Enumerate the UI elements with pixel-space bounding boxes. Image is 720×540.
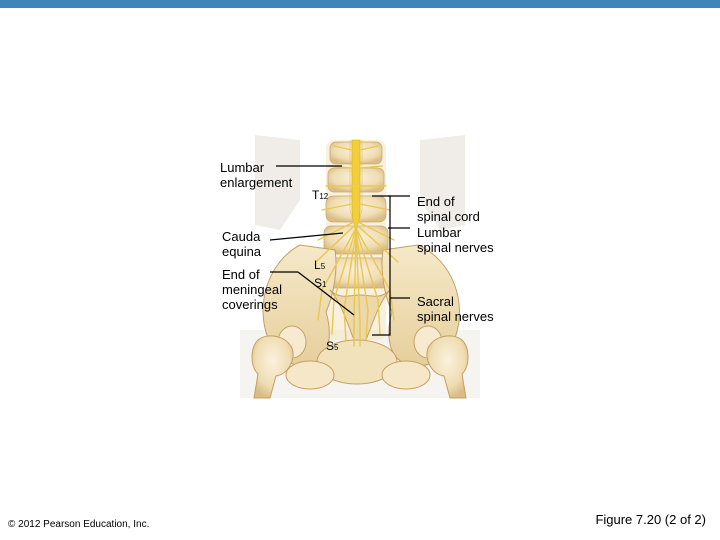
label-end-of-meningeal-coverings: End of meningeal coverings xyxy=(222,267,282,312)
marker-s5: S5 xyxy=(326,339,338,353)
top-accent-bar xyxy=(0,0,720,8)
label-cauda-equina: Cauda equina xyxy=(222,229,262,259)
marker-s1: S1 xyxy=(314,276,326,290)
copyright-notice: © 2012 Pearson Education, Inc. xyxy=(8,519,150,530)
marker-l5-letter: L xyxy=(314,258,321,272)
marker-t12-sub: 12 xyxy=(319,192,329,201)
marker-s5-letter: S xyxy=(326,339,335,353)
femurs xyxy=(251,335,469,399)
marker-t12: T12 xyxy=(312,188,328,202)
marker-s1-sub: 1 xyxy=(322,280,327,289)
label-lumbar-spinal-nerves: Lumbar spinal nerves xyxy=(417,225,494,255)
label-lumbar-enlargement: Lumbar enlargement xyxy=(220,160,293,190)
marker-l5: L5 xyxy=(314,258,325,272)
label-end-of-spinal-cord: End of spinal cord xyxy=(417,194,480,224)
figure-number: Figure 7.20 (2 of 2) xyxy=(595,512,706,527)
marker-s5-sub: 5 xyxy=(334,343,339,352)
marker-t12-letter: T xyxy=(312,188,320,202)
marker-s1-letter: S xyxy=(314,276,323,290)
leader-lines xyxy=(269,165,410,336)
spinal-nerves xyxy=(315,145,399,347)
marker-l5-sub: 5 xyxy=(320,262,326,271)
label-sacral-spinal-nerves: Sacral spinal nerves xyxy=(417,294,494,324)
